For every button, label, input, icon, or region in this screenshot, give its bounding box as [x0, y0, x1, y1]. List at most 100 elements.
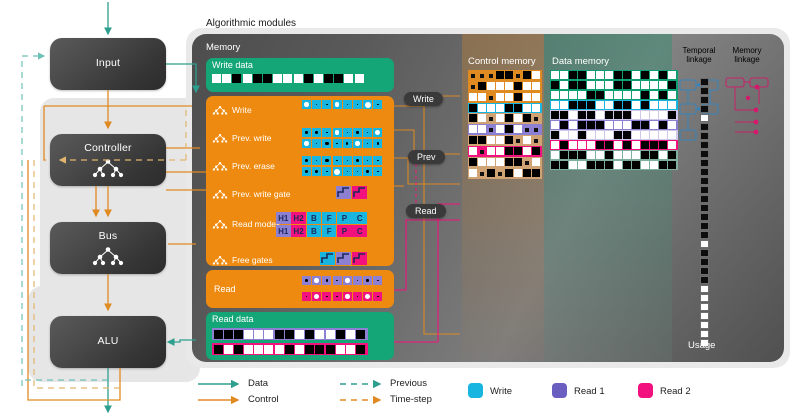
module-controller-label: Controller — [84, 142, 132, 155]
read-mode-cell: H2 — [291, 225, 306, 237]
data-memory-cell — [560, 101, 568, 109]
control-memory-row — [468, 81, 542, 92]
data-memory-cell — [596, 161, 604, 169]
read-data-row — [212, 328, 368, 340]
usage-cell — [700, 186, 709, 194]
control-memory-cell — [478, 104, 486, 112]
control-memory-cell — [496, 82, 504, 90]
data-memory-cell — [632, 91, 640, 99]
memory-linkage-schematic — [725, 77, 769, 135]
data-memory-cell — [578, 151, 586, 159]
memory-cell — [345, 344, 355, 354]
data-memory-cell — [587, 91, 595, 99]
data-memory-cell — [668, 141, 676, 149]
memory-cell — [264, 344, 274, 354]
memory-cell — [254, 329, 264, 339]
data-memory-cell — [551, 111, 559, 119]
control-memory-cell — [469, 169, 477, 177]
temporal-linkage-line1: Temporal — [682, 46, 716, 55]
control-memory-cell — [514, 114, 522, 122]
control-memory-cell — [496, 158, 504, 166]
control-memory-cell — [534, 128, 538, 132]
control-memory-row — [468, 124, 542, 135]
module-bus[interactable]: Bus — [50, 222, 166, 274]
module-alu[interactable]: ALU — [50, 316, 166, 368]
data-memory-cell — [623, 91, 631, 99]
data-memory-cell — [641, 161, 649, 169]
control-memory-cell — [489, 74, 493, 78]
write-pill[interactable]: Write — [404, 92, 443, 106]
memory-cell — [254, 344, 264, 354]
module-input[interactable]: Input — [50, 38, 166, 90]
memory-cell — [213, 344, 223, 354]
signal-cell — [373, 156, 383, 165]
control-memory-cell — [498, 172, 502, 176]
data-memory-cell — [569, 101, 577, 109]
control-memory-cell — [496, 104, 504, 112]
module-alu-label: ALU — [97, 335, 119, 348]
control-memory-cell — [487, 82, 495, 90]
memory-cell — [262, 74, 272, 83]
data-memory-cell — [632, 71, 640, 79]
neural-net-icon — [92, 246, 124, 265]
data-memory-cell — [614, 71, 622, 79]
control-row-label: Read modes — [232, 219, 281, 229]
data-memory-cell — [659, 161, 667, 169]
signal-cell — [332, 167, 342, 176]
control-memory-cell — [505, 93, 513, 101]
signal-cell — [342, 128, 352, 137]
usage-cell — [700, 312, 709, 320]
neural-net-icon — [212, 105, 228, 115]
algorithmic-modules-title: Algorithmic modules — [206, 18, 297, 29]
data-memory-cell — [551, 151, 559, 159]
memory-cell — [273, 74, 283, 83]
control-memory-label: Control memory — [468, 56, 536, 67]
data-memory-cell — [551, 131, 559, 139]
data-memory-cell — [605, 91, 613, 99]
data-memory-cell — [578, 81, 586, 89]
control-memory-cell — [487, 158, 495, 166]
module-controller[interactable]: Controller — [50, 134, 166, 186]
data-memory-cell — [641, 111, 649, 119]
data-memory-cell — [641, 141, 649, 149]
data-memory-cell — [596, 131, 604, 139]
memory-cell — [284, 329, 294, 339]
control-memory-cell — [523, 71, 531, 79]
control-memory-cell — [523, 114, 531, 122]
control-memory-cell — [514, 169, 522, 177]
data-memory-cell — [659, 101, 667, 109]
prev-pill[interactable]: Prev — [408, 150, 445, 164]
memory-cell — [313, 74, 323, 83]
data-memory-cell — [632, 81, 640, 89]
usage-column — [700, 78, 709, 348]
data-memory-cell — [578, 71, 586, 79]
data-memory-cell — [650, 121, 658, 129]
control-memory-cell — [514, 147, 522, 155]
legend-data-label: Data — [248, 378, 269, 389]
data-memory-cell — [659, 151, 667, 159]
read-mode-cell: F — [321, 212, 337, 224]
control-memory-cell — [489, 96, 493, 100]
data-memory-cell — [668, 81, 676, 89]
legend-control-label: Control — [248, 394, 279, 405]
legend-read1-label: Read 1 — [574, 386, 605, 397]
usage-cell — [700, 123, 709, 131]
data-memory-cell — [578, 101, 586, 109]
data-memory-cell — [650, 131, 658, 139]
data-memory-row — [550, 120, 678, 130]
control-memory-cell — [478, 82, 486, 90]
data-memory-cell — [668, 121, 676, 129]
data-memory-cell — [614, 141, 622, 149]
memory-cell — [356, 344, 366, 354]
data-memory-row — [550, 130, 678, 140]
control-memory-row — [468, 92, 542, 103]
gate-cell — [352, 252, 367, 265]
usage-cell — [700, 78, 709, 86]
control-row-label: Free gates — [232, 255, 273, 265]
memory-cell — [283, 74, 293, 83]
memory-cell — [305, 329, 315, 339]
read-pill[interactable]: Read — [406, 204, 446, 218]
control-memory-cell — [469, 114, 477, 122]
